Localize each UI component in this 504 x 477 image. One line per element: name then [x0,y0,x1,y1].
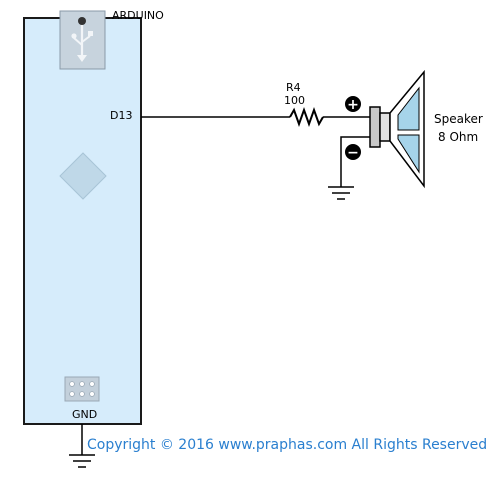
pin-d13-label: D13 [110,109,132,122]
negative-terminal-icon: − [345,144,361,161]
ground-symbol-board-icon [69,454,95,468]
resistor-designator-label: R4 [286,81,301,94]
ground-symbol-speaker-icon [328,186,354,200]
arduino-board-outline [23,17,142,425]
usb-icon [59,10,106,70]
resistor-r4: R4 100 [284,81,324,127]
arduino-board: ARDUINO D13 GND [23,9,164,425]
speaker-icon [369,69,425,189]
diamond-logo-icon [59,152,107,200]
speaker-impedance-label: 8 Ohm [438,130,478,144]
pin-gnd-label: GND [72,408,97,421]
negative-symbol: − [347,145,359,161]
icsp-header-icon [64,376,100,402]
positive-terminal-icon: + [345,96,361,113]
wire-speaker-ground [340,136,370,187]
board-name-label: ARDUINO [112,9,164,22]
copyright-notice: Copyright © 2016 www.praphas.com All Rig… [87,437,488,453]
positive-symbol: + [347,97,359,113]
speaker-name-label: Speaker [434,112,483,126]
resistor-value-label: 100 [284,94,305,107]
